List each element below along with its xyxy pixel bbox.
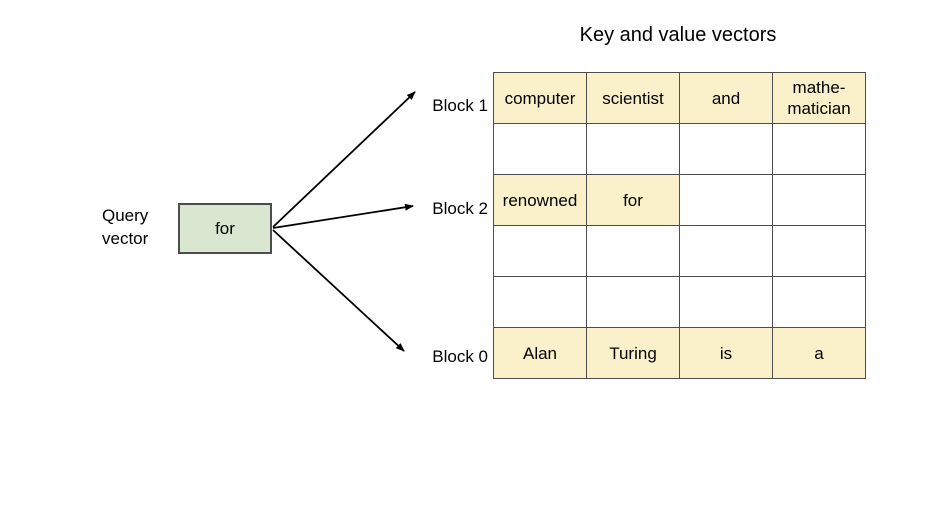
- table-cell-empty: [772, 123, 866, 175]
- table-cell-token: for: [586, 174, 680, 226]
- table-cell-empty: [679, 225, 773, 277]
- block-label-block-2: Block 2: [432, 199, 488, 218]
- table-cell-empty: [586, 123, 680, 175]
- table-cell-empty: [679, 276, 773, 328]
- table-cell-text-line1: mathe-: [792, 78, 846, 97]
- table-cell-token: and: [679, 72, 773, 124]
- table-cell-token: Alan: [493, 327, 587, 379]
- table-cell-empty: [679, 174, 773, 226]
- table-cell-empty: [493, 225, 587, 277]
- table-cell-empty: [772, 276, 866, 328]
- table-cell-empty: [772, 225, 866, 277]
- query-vector-token: for: [215, 218, 235, 238]
- table-row: [493, 276, 866, 328]
- table-cell-empty: [586, 225, 680, 277]
- query-vector-label-line2: vector: [102, 229, 149, 248]
- table-cell-empty: [493, 123, 587, 175]
- page-title: Key and value vectors: [579, 24, 777, 46]
- table-cell-token: scientist: [586, 72, 680, 124]
- table-cell-token: computer: [493, 72, 587, 124]
- table-cell-token: is: [679, 327, 773, 379]
- block-label-block-1: Block 1: [432, 96, 488, 115]
- table-cell-text-line2: matician: [787, 99, 851, 118]
- table-cell-empty: [679, 123, 773, 175]
- arrow-to-block-1: [272, 91, 416, 228]
- table-row: [493, 225, 866, 277]
- table-cell-token: a: [772, 327, 866, 379]
- table-cell-token: renowned: [493, 174, 587, 226]
- query-vector-label-line1: Query: [102, 206, 149, 225]
- table-cell-token: mathe-matician: [772, 72, 866, 124]
- block-label-block-0: Block 0: [432, 347, 488, 366]
- query-vector-label: Query vector: [102, 204, 178, 250]
- arrow-to-block-0: [272, 229, 405, 352]
- table-cell-empty: [772, 174, 866, 226]
- table-row: [493, 123, 866, 175]
- arrow-to-block-2: [272, 203, 414, 229]
- query-vector-box[interactable]: for: [178, 203, 272, 254]
- table-cell-token: Turing: [586, 327, 680, 379]
- table-cell-empty: [586, 276, 680, 328]
- table-cell-empty: [493, 276, 587, 328]
